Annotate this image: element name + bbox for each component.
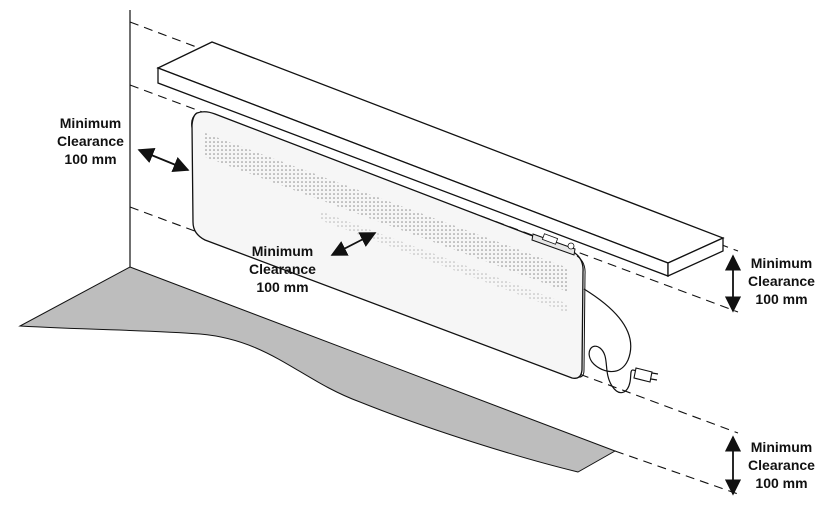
heater-grille-bottom — [320, 211, 568, 313]
plug-pin-1 — [651, 372, 659, 375]
label-bottom-right-line3: 100 mm — [755, 475, 808, 491]
arrow-left-clearance — [137, 148, 190, 172]
label-top-right-line3: 100 mm — [755, 291, 808, 307]
power-cord — [583, 288, 659, 394]
label-left-line2: Clearance — [57, 133, 124, 149]
dashed-line-floor — [614, 450, 739, 495]
label-bottom-right-line1: Minimum — [750, 439, 813, 455]
plug — [633, 367, 653, 383]
label-top-right-clearance: Minimum Clearance 100 mm — [739, 254, 824, 308]
label-bottom-right-clearance: Minimum Clearance 100 mm — [739, 438, 824, 492]
label-bottom-right-line2: Clearance — [748, 457, 815, 473]
clearance-arrows — [137, 148, 742, 496]
heater-right-side — [576, 255, 586, 378]
label-front-line3: 100 mm — [256, 279, 309, 295]
label-top-right-line1: Minimum — [750, 255, 813, 271]
label-left-line3: 100 mm — [64, 151, 117, 167]
label-left-clearance: Minimum Clearance 100 mm — [48, 114, 133, 168]
heater-knob — [567, 242, 575, 250]
label-top-right-line2: Clearance — [748, 273, 815, 289]
heater — [191, 111, 586, 379]
floor — [18, 266, 617, 473]
label-front-clearance: Minimum Clearance 100 mm — [240, 242, 325, 296]
shelf-end — [667, 236, 724, 278]
heater-top-edge — [191, 112, 198, 129]
plug-pin-2 — [650, 378, 658, 381]
arrow-front-clearance — [330, 232, 377, 256]
label-front-line2: Clearance — [249, 261, 316, 277]
label-front-line1: Minimum — [251, 243, 314, 259]
heater-display — [541, 233, 559, 245]
label-left-line1: Minimum — [59, 115, 122, 131]
cord-path — [583, 288, 641, 394]
heater-grille-top — [205, 133, 568, 292]
shelf — [156, 41, 725, 278]
